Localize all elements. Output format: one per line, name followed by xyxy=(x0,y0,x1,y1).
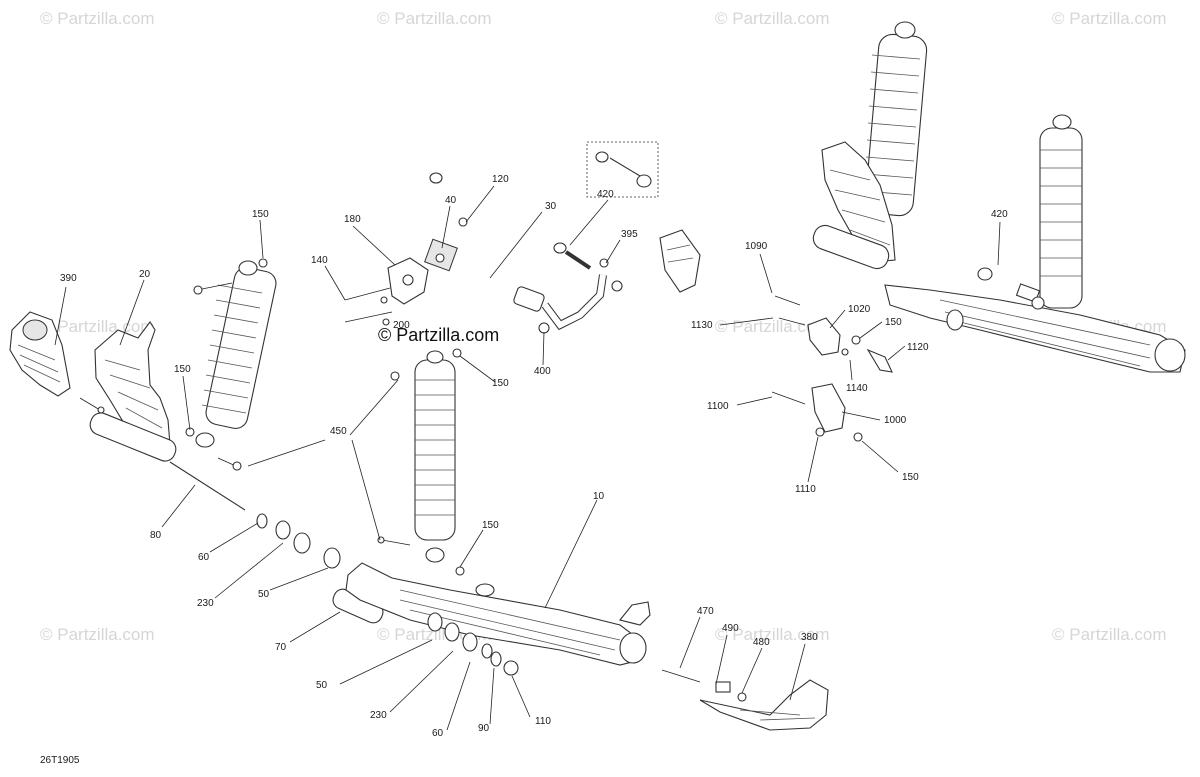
part-shock-right-a xyxy=(863,21,928,217)
callout-480: 480 xyxy=(753,637,770,648)
callout-1120: 1120 xyxy=(907,342,929,353)
callout-150: 150 xyxy=(174,364,191,375)
part-arm-right xyxy=(821,141,896,263)
callout-30: 30 xyxy=(545,201,557,212)
callout-1020: 1020 xyxy=(848,304,871,315)
callout-470: 470 xyxy=(697,606,714,617)
callout-1100: 1100 xyxy=(707,401,729,412)
watermark-text: © Partzilla.com xyxy=(1052,9,1167,28)
callout-120: 120 xyxy=(492,174,509,185)
callout-390: 390 xyxy=(60,273,77,284)
callout-1090: 1090 xyxy=(745,241,768,252)
callout-1000: 1000 xyxy=(884,415,907,426)
callout-60: 60 xyxy=(198,552,210,563)
callout-150: 150 xyxy=(252,209,269,220)
callout-230: 230 xyxy=(370,710,387,721)
part-mount-bracket xyxy=(659,229,701,293)
part-10-swing-arm xyxy=(345,562,651,666)
part-120-nut xyxy=(435,217,468,263)
callout-70: 70 xyxy=(275,642,287,653)
watermark-text: © Partzilla.com xyxy=(715,625,830,644)
callout-150: 150 xyxy=(885,317,902,328)
callout-395: 395 xyxy=(621,229,638,240)
callout-490: 490 xyxy=(722,623,739,634)
part-470-490-480-hardware xyxy=(661,669,747,702)
part-20-arm xyxy=(94,321,171,451)
part-400-link xyxy=(538,242,623,334)
watermark-text: © Partzilla.com xyxy=(40,625,155,644)
part-30-stabilizer-bar xyxy=(408,172,546,312)
part-1020-bracket xyxy=(774,295,893,373)
callout-140: 140 xyxy=(311,255,328,266)
watermark-text: © Partzilla.com xyxy=(40,317,155,336)
callout-1110: 1110 xyxy=(795,484,816,495)
center-watermark: © Partzilla.com xyxy=(378,325,499,345)
diagram-code: 26T1905 xyxy=(40,755,80,766)
leader-lines xyxy=(54,185,1001,731)
part-bolt-small xyxy=(79,397,105,414)
part-450-bolt-b xyxy=(377,536,411,546)
part-bolt-450a xyxy=(185,427,242,471)
callout-380: 380 xyxy=(801,632,818,643)
part-bearings-right xyxy=(427,612,519,676)
callout-150: 150 xyxy=(482,520,499,531)
part-390-bracket xyxy=(9,311,71,397)
callout-1140: 1140 xyxy=(846,383,868,394)
watermark-text: © Partzilla.com xyxy=(377,9,492,28)
part-shock-right-b xyxy=(1039,114,1083,309)
watermark-text: © Partzilla.com xyxy=(40,9,155,28)
callout-420: 420 xyxy=(597,189,614,200)
callout-labels: 390 20 150 150 450 80 60 230 50 70 180 1… xyxy=(60,174,1008,739)
part-bolt-150a xyxy=(193,258,268,295)
callout-200: 200 xyxy=(393,320,410,331)
callout-50: 50 xyxy=(258,589,270,600)
part-swing-arm-right xyxy=(812,224,1186,373)
callout-420: 420 xyxy=(991,209,1008,220)
callout-110: 110 xyxy=(535,716,551,727)
callout-60: 60 xyxy=(432,728,444,739)
part-shock-left xyxy=(195,260,277,448)
watermark-text: © Partzilla.com xyxy=(715,9,830,28)
part-shock-center xyxy=(390,348,465,576)
part-1000-bracket xyxy=(771,383,863,442)
callout-150: 150 xyxy=(902,472,919,483)
callout-180: 180 xyxy=(344,214,361,225)
callout-400: 400 xyxy=(534,366,551,377)
callout-150: 150 xyxy=(492,378,509,389)
callout-80: 80 xyxy=(150,530,162,541)
callout-40: 40 xyxy=(445,195,457,206)
callout-90: 90 xyxy=(478,723,490,734)
part-180-clamp xyxy=(387,257,429,305)
part-80-cylinder xyxy=(89,412,246,511)
callout-10: 10 xyxy=(593,491,605,502)
callout-50: 50 xyxy=(316,680,328,691)
part-380-skid-plate xyxy=(699,679,829,731)
callout-1130: 1130 xyxy=(691,320,713,331)
part-420-link-box xyxy=(586,141,659,198)
part-140-bolts xyxy=(344,287,393,326)
watermark-text: © Partzilla.com xyxy=(1052,625,1167,644)
callout-20: 20 xyxy=(139,269,151,280)
callout-450: 450 xyxy=(330,426,347,437)
callout-230: 230 xyxy=(197,598,214,609)
part-bearings-left xyxy=(256,513,341,569)
